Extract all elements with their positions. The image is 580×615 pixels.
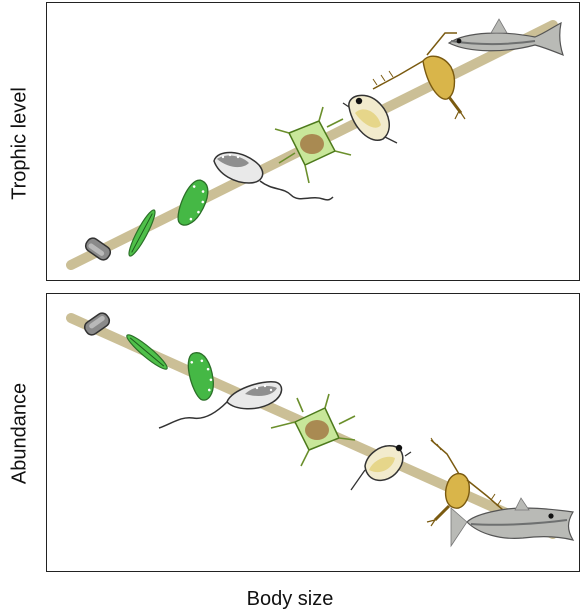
ciliate-icon: [271, 394, 355, 466]
trophic-level-panel: [46, 2, 580, 281]
abundance-axis-label: Abundance: [9, 374, 32, 494]
trophic-level-diagram: [47, 3, 580, 282]
abundance-diagram: [47, 294, 580, 573]
ciliate-icon: [275, 107, 351, 183]
abundance-panel: [46, 293, 580, 572]
body-size-axis-label: Body size: [0, 588, 580, 611]
trophic-level-axis-label: Trophic level: [9, 84, 32, 204]
diatom-icon: [124, 331, 170, 372]
fish-icon: [451, 498, 573, 546]
green-alga-icon: [182, 349, 220, 402]
